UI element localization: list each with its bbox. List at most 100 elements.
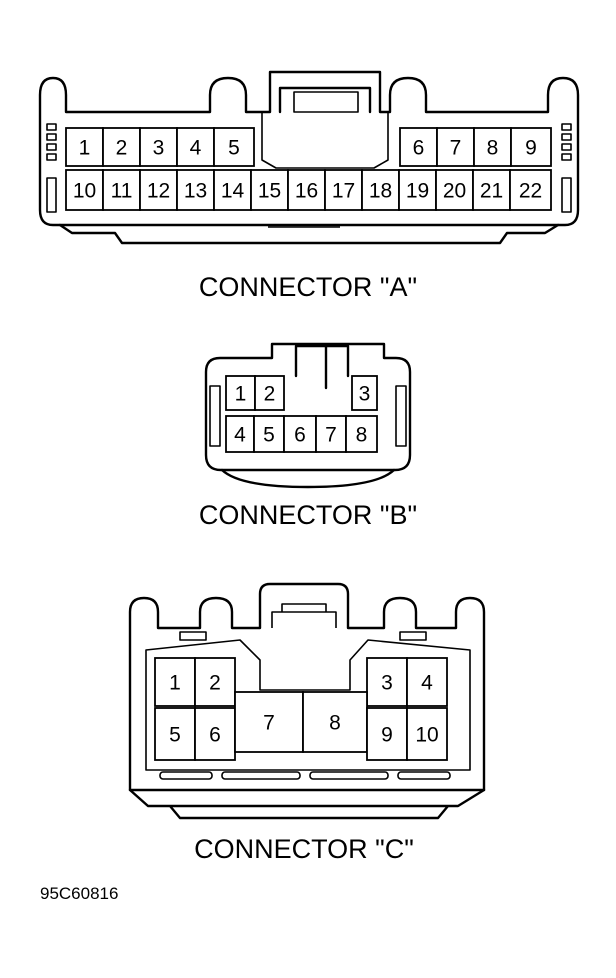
pin-cavity-box: [509, 169, 552, 211]
pin-number: 8: [487, 137, 499, 160]
pin-number: 3: [381, 672, 393, 695]
connector-b-bottom-curve: [220, 468, 396, 489]
pin-number: 22: [519, 180, 542, 203]
connector-a-pin-cavity: 19: [398, 169, 437, 211]
connector-b-pin-cavity: 2: [254, 375, 285, 411]
pin-cavity-box: [234, 691, 304, 753]
pin-cavity-box: [254, 375, 285, 411]
pin-number: 5: [228, 137, 240, 160]
pin-cavity-box: [225, 375, 256, 411]
pin-cavity-box: [351, 375, 378, 411]
connector-a-pin-cavity: 15: [250, 169, 289, 211]
pin-cavity-box: [154, 707, 196, 761]
connector-c-pin-cavity: 7: [234, 691, 304, 753]
connector-b-pin-cavity: 5: [253, 415, 285, 453]
connector-a-pin-cavity: 17: [324, 169, 363, 211]
connector-c-skirt: [128, 788, 486, 820]
pin-cavity-box: [510, 127, 552, 167]
connector-b-pin-cavity: 3: [351, 375, 378, 411]
connector-b-housing: [204, 342, 412, 472]
connector-a-pin-cavity: 3: [139, 127, 178, 167]
connector-a-pin-cavity: 11: [102, 169, 141, 211]
connector-a-side-ribs-right: [561, 123, 572, 213]
pin-cavity-box: [366, 657, 408, 707]
pin-number: 20: [443, 180, 466, 203]
pin-number: 9: [381, 724, 393, 747]
connector-a-pin-cavity: 10: [65, 169, 104, 211]
connector-b-pin-cavity: 7: [315, 415, 347, 453]
pin-cavity-box: [406, 657, 448, 707]
connector-a-latch-window: [293, 91, 359, 113]
pin-cavity-box: [399, 127, 438, 167]
connector-c-pin-cavity: 5: [154, 707, 196, 761]
connector-a-pin-cavity: 20: [435, 169, 474, 211]
pin-number: 6: [413, 137, 425, 160]
pin-number: 4: [190, 137, 202, 160]
connector-a-pin-cavity: 8: [473, 127, 512, 167]
pin-cavity-box: [366, 707, 408, 761]
connector-a-pin-cavity: 18: [361, 169, 400, 211]
pin-cavity-box: [139, 169, 178, 211]
pin-cavity-box: [102, 169, 141, 211]
pin-number: 2: [264, 383, 276, 406]
pin-cavity-box: [213, 127, 255, 167]
pin-number: 7: [263, 712, 275, 735]
pin-number: 16: [295, 180, 318, 203]
connector-a-pin-cavity: 14: [213, 169, 252, 211]
pin-number: 13: [184, 180, 207, 203]
connector-a-pin-cavity: 6: [399, 127, 438, 167]
pin-cavity-box: [194, 657, 236, 707]
connector-c-pin-cavity: 8: [302, 691, 368, 753]
connector-b-pin-cavity: 4: [225, 415, 255, 453]
connector-a-latch: [278, 86, 372, 114]
connector-b-pin-cavity: 1: [225, 375, 256, 411]
connector-a-title: CONNECTOR "A": [199, 272, 417, 302]
connector-c-bottom-slots: [159, 771, 451, 780]
figure-id: 95C60816: [40, 884, 118, 903]
connector-a-pin-cavity: 4: [176, 127, 215, 167]
pin-number: 5: [263, 424, 275, 447]
pin-number: 3: [359, 383, 371, 406]
connector-c-title: CONNECTOR "C": [194, 834, 414, 864]
connector-b-latch: [294, 344, 350, 390]
pin-number: 9: [525, 137, 537, 160]
pin-number: 3: [153, 137, 165, 160]
connector-b-pin-cavity: 8: [345, 415, 378, 453]
pin-number: 7: [450, 137, 462, 160]
pin-cavity-box: [65, 169, 104, 211]
connector-c-pin-cavity: 2: [194, 657, 236, 707]
connector-b-rib-right: [395, 385, 407, 447]
pin-cavity-box: [345, 415, 378, 453]
connector-a-housing: [38, 70, 580, 227]
pin-cavity-box: [102, 127, 141, 167]
pin-cavity-box: [398, 169, 437, 211]
pin-number: 1: [169, 672, 181, 695]
connector-a-pin-cavity: 21: [472, 169, 511, 211]
connector-a-pin-cavity: 16: [287, 169, 326, 211]
connector-c-pin-cavity: 1: [154, 657, 196, 707]
pin-cavity-box: [361, 169, 400, 211]
pin-cavity-box: [225, 415, 255, 453]
pin-number: 10: [73, 180, 96, 203]
pin-number: 5: [169, 724, 181, 747]
pin-number: 10: [415, 724, 438, 747]
pin-cavity-box: [283, 415, 317, 453]
pin-number: 4: [421, 672, 433, 695]
connector-c-pin-cavity: 10: [406, 707, 448, 761]
pin-number: 11: [111, 180, 133, 203]
connector-a-pin-cavity: 5: [213, 127, 255, 167]
pin-number: 2: [116, 137, 128, 160]
pin-number: 6: [294, 424, 306, 447]
connector-a-pin-cavity: 12: [139, 169, 178, 211]
connector-c-tab-left: [179, 631, 207, 641]
pin-cavity-box: [472, 169, 511, 211]
pin-number: 21: [480, 180, 503, 203]
connector-c-pin-cavity: 9: [366, 707, 408, 761]
pin-cavity-box: [139, 127, 178, 167]
connector-b-title: CONNECTOR "B": [199, 500, 417, 530]
